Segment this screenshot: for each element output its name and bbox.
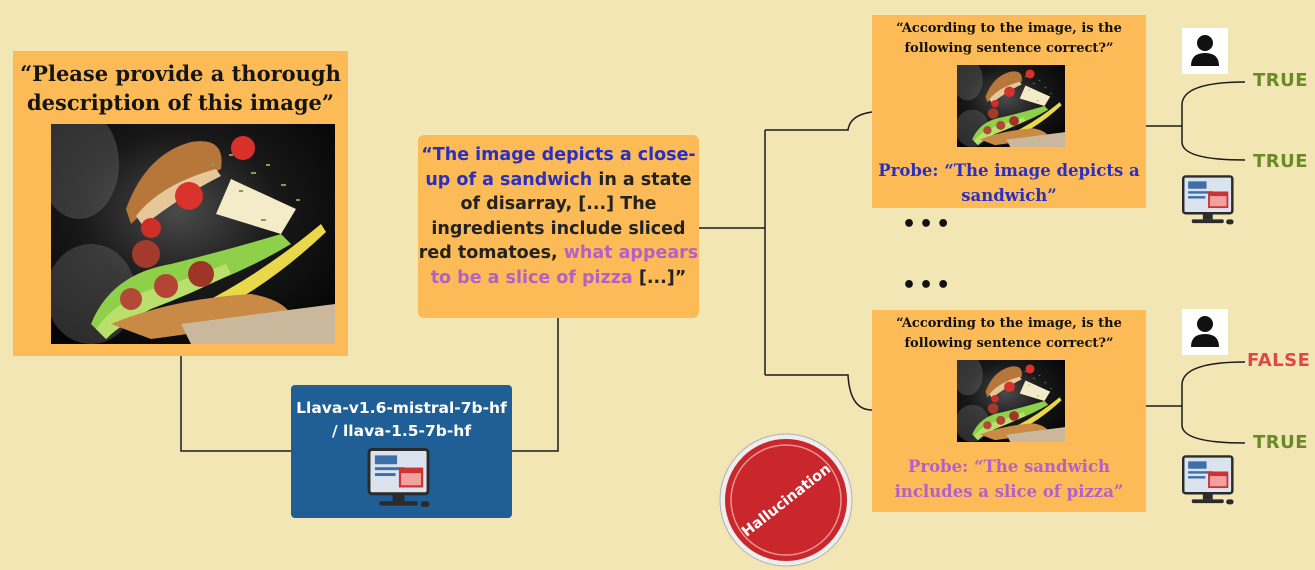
model-name: Llava-v1.6-mistral-7b-hf / llava-1.5-7b-… (291, 397, 512, 443)
computer-icon (1182, 175, 1235, 226)
response-middle: in a state of disarray, [...] The ingred… (418, 169, 692, 264)
human-verdict-1: TRUE (1253, 70, 1309, 91)
probe-question: “According to the image, is the followin… (896, 316, 1122, 351)
model-verdict-1: TRUE (1253, 151, 1309, 172)
response-hallucinated-claim: what appears to be a slice of pizza (430, 243, 699, 288)
probe-question: “According to the image, is the followin… (896, 21, 1122, 56)
human-evaluator-icon (1182, 309, 1228, 355)
probe-box-2: “According to the image, is the followin… (872, 310, 1146, 512)
probe-statement: Probe: “The image depicts a sandwich” (878, 161, 1140, 205)
model-response-box: “The image depicts a close-up of a sandw… (418, 135, 699, 318)
response-end: [...]” (632, 267, 687, 288)
prompt-text: “Please provide a thorough description o… (20, 61, 341, 115)
model-verdict-2: TRUE (1253, 432, 1309, 453)
sandwich-image (957, 65, 1065, 147)
prompt-box: “Please provide a thorough description o… (13, 51, 348, 356)
sandwich-image (51, 124, 335, 344)
human-evaluator-icon (1182, 28, 1228, 74)
model-response-text: “The image depicts a close-up of a sandw… (418, 143, 699, 290)
human-verdict-2: FALSE (1247, 350, 1311, 371)
sandwich-image (957, 360, 1065, 442)
ellipsis: ••• (902, 212, 954, 237)
ellipsis: ••• (902, 273, 954, 298)
model-name-line2: / llava-1.5-7b-hf (331, 422, 472, 440)
computer-icon (1182, 455, 1235, 506)
model-name-line1: Llava-v1.6-mistral-7b-hf (296, 399, 507, 417)
response-quote-open: “ (421, 145, 433, 165)
probe-statement: Probe: “The sandwich includes a slice of… (894, 457, 1124, 501)
response-correct-claim: The image depicts a close-up of a sandwi… (425, 145, 696, 190)
computer-icon (367, 448, 431, 509)
model-box: Llava-v1.6-mistral-7b-hf / llava-1.5-7b-… (291, 385, 512, 518)
hallucination-stamp: Hallucination (719, 433, 853, 567)
probe-box-1: “According to the image, is the followin… (872, 15, 1146, 208)
